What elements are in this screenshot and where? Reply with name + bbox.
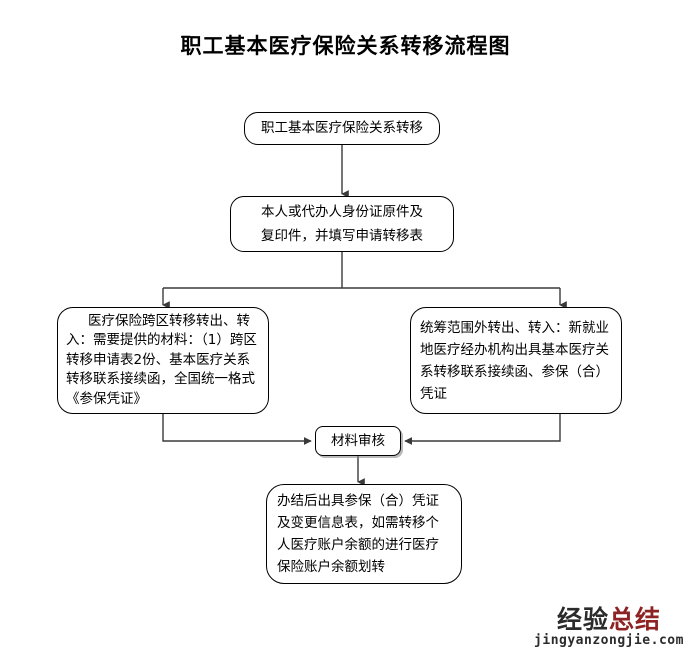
watermark-brand-dark: 经验 <box>556 605 609 634</box>
flow-node-documents-label: 本人或代办人身份证原件及 复印件，并填写申请转移表 <box>261 204 423 244</box>
flow-node-outside-pool-label: 统筹范围外转出、转入：新就业地医疗经办机构出具基本医疗关系转移联系接续函、参保（… <box>420 319 609 402</box>
watermark-url: jingyanzongjie.com <box>534 633 684 648</box>
flow-node-start-label: 职工基本医疗保险关系转移 <box>261 120 423 136</box>
flow-node-review[interactable]: 材料审核 <box>315 426 401 456</box>
watermark: 经验总结 jingyanzongjie.com <box>529 606 689 648</box>
flow-node-review-label: 材料审核 <box>331 432 385 449</box>
edge-cross-region-to-review <box>162 414 312 445</box>
flow-node-cross-region[interactable]: 医疗保险跨区转移转出、转入：需要提供的材料：（1）跨区转移申请表2份、基本医疗关… <box>57 307 269 414</box>
flow-node-finish-label: 办结后出具参保（合）凭证及变更信息表，如需转移个人医疗账户余额的进行医疗保险账户… <box>277 493 439 575</box>
flow-node-cross-region-label: 医疗保险跨区转移转出、转入：需要提供的材料：（1）跨区转移申请表2份、基本医疗关… <box>66 312 257 407</box>
flow-node-outside-pool[interactable]: 统筹范围外转出、转入：新就业地医疗经办机构出具基本医疗关系转移联系接续函、参保（… <box>410 307 622 414</box>
watermark-brand-red: 总结 <box>609 605 662 634</box>
edge-outside-pool-to-review <box>404 414 561 445</box>
flow-node-finish[interactable]: 办结后出具参保（合）凭证及变更信息表，如需转移个人医疗账户余额的进行医疗保险账户… <box>266 484 462 584</box>
page-title: 职工基本医疗保险关系转移流程图 <box>180 33 511 58</box>
flow-node-start[interactable]: 职工基本医疗保险关系转移 <box>244 112 440 145</box>
watermark-brand: 经验总结 <box>529 606 689 633</box>
flow-node-documents[interactable]: 本人或代办人身份证原件及 复印件，并填写申请转移表 <box>230 196 454 252</box>
